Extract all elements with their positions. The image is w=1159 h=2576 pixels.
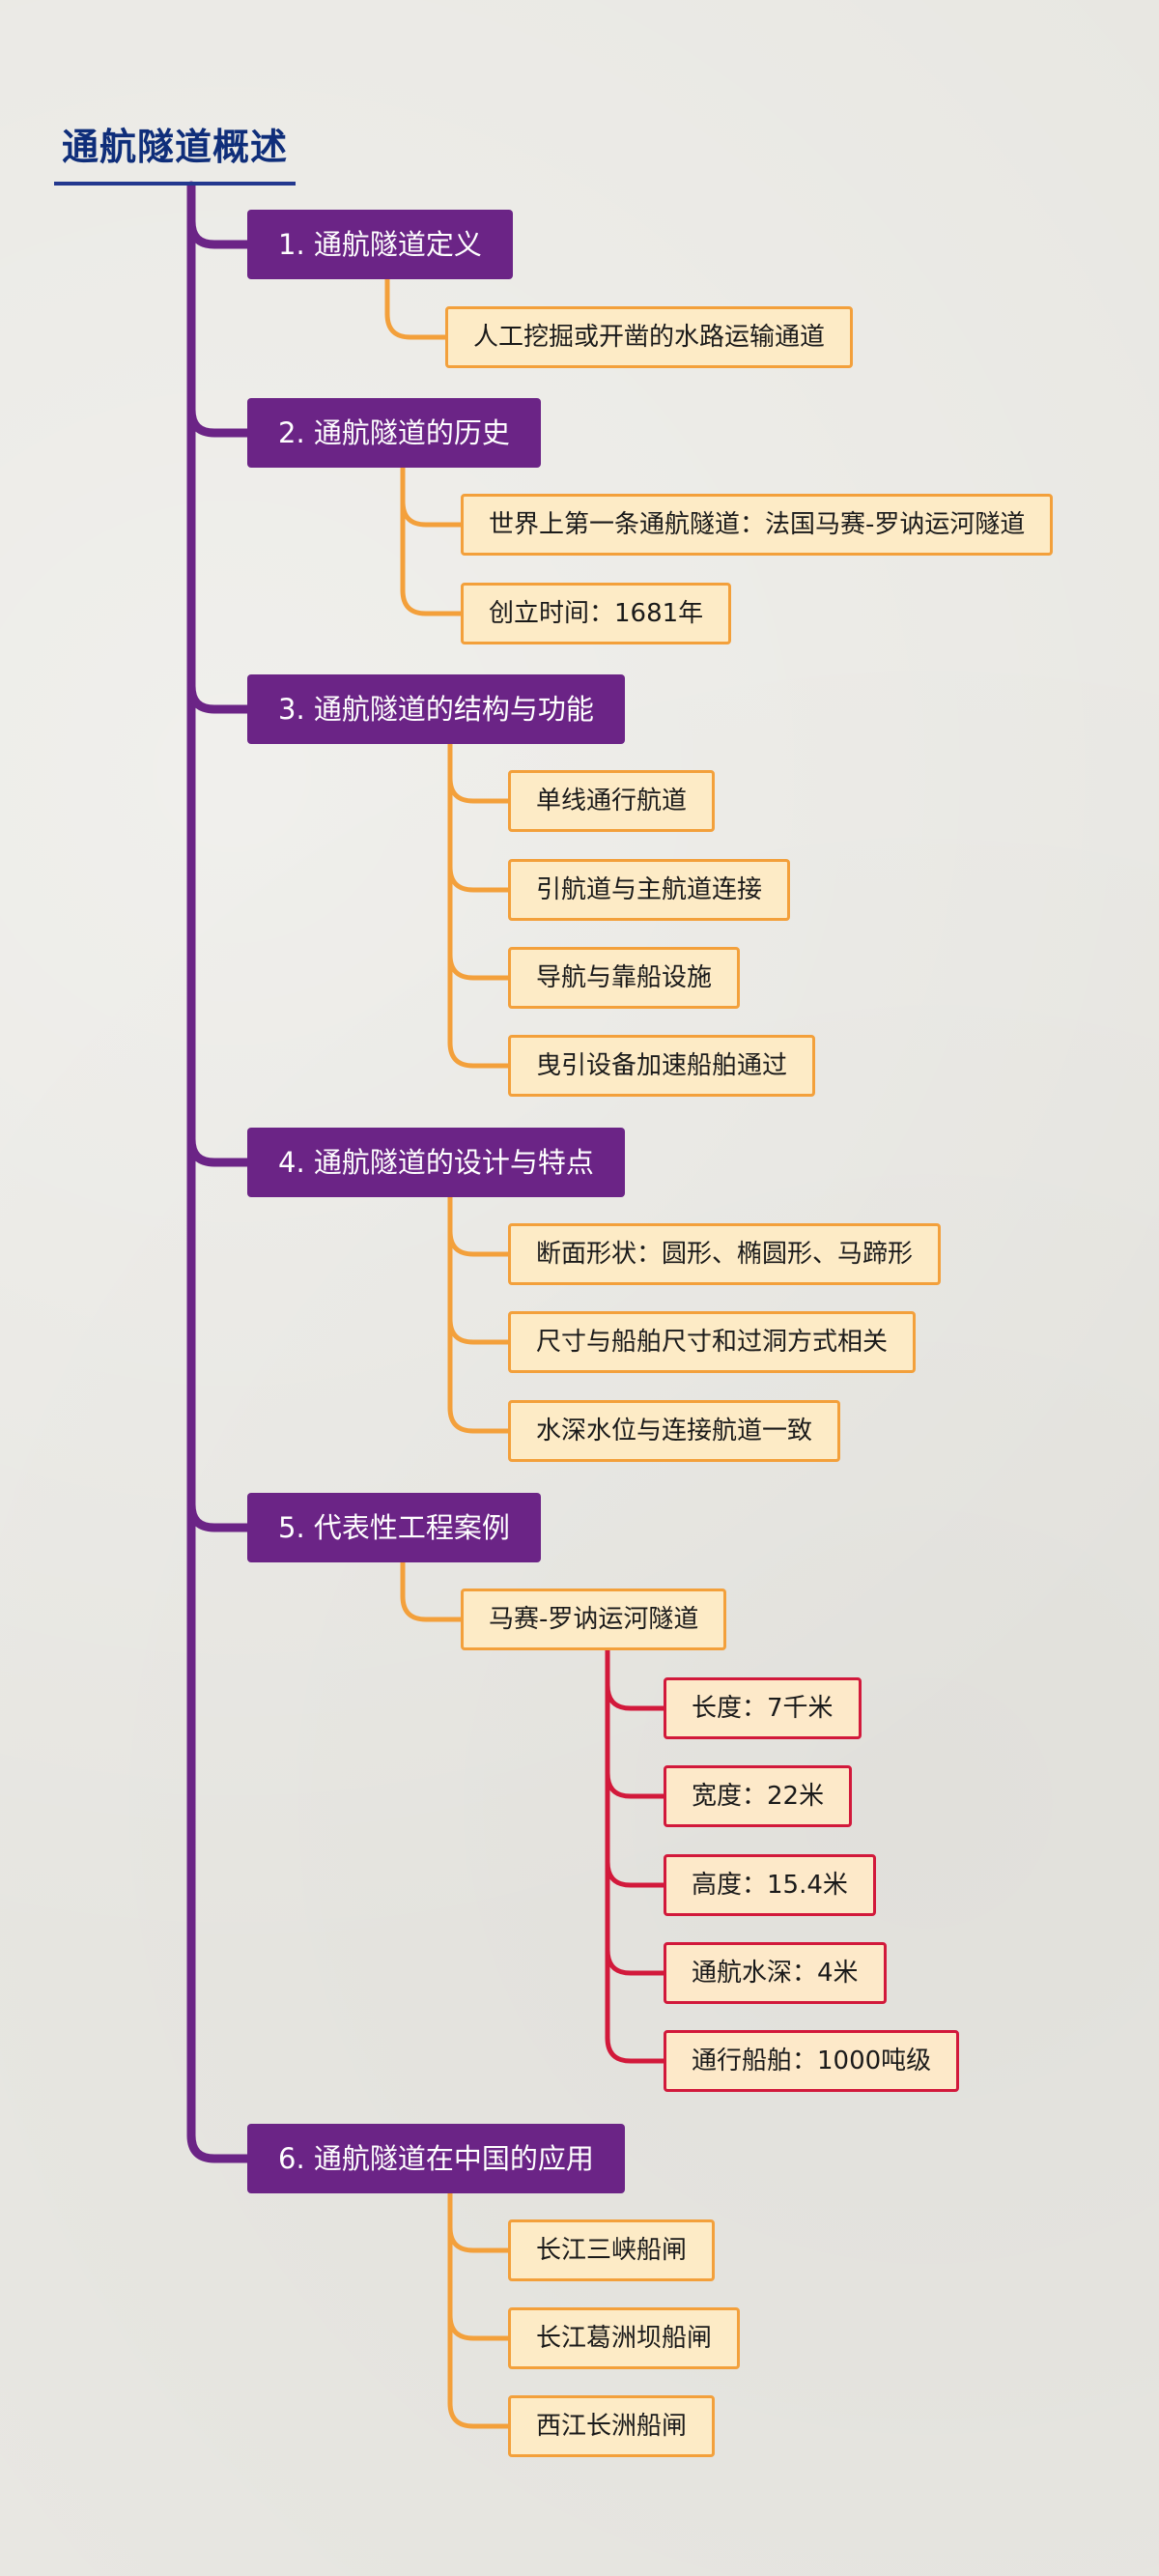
case-detail-vessel[interactable]: 通行船舶：1000吨级 bbox=[664, 2030, 960, 2092]
section-4-branch-link-3 bbox=[447, 1405, 511, 1434]
trunk-link-5 bbox=[186, 1500, 252, 1532]
trunk-link-6 bbox=[186, 2131, 252, 2163]
section-2-branch-link-1 bbox=[400, 499, 464, 528]
section-3-item-3[interactable]: 导航与靠船设施 bbox=[508, 947, 741, 1009]
section-2-node[interactable]: 2. 通航隧道的历史 bbox=[247, 398, 541, 468]
section-3-branch-link-2 bbox=[447, 864, 511, 893]
trunk-link-4 bbox=[186, 1134, 252, 1167]
section-6-branch-link-2 bbox=[447, 2312, 511, 2341]
case-detail-width[interactable]: 宽度：22米 bbox=[664, 1765, 853, 1827]
section-5-node[interactable]: 5. 代表性工程案例 bbox=[247, 1493, 541, 1562]
trunk-link-2 bbox=[186, 405, 252, 438]
section-3-item-2[interactable]: 引航道与主航道连接 bbox=[508, 859, 791, 921]
section-4-item-2[interactable]: 尺寸与船舶尺寸和过洞方式相关 bbox=[508, 1311, 917, 1373]
section-3-item-4[interactable]: 曳引设备加速船舶通过 bbox=[508, 1035, 816, 1097]
section-3-branch-link-4 bbox=[447, 1040, 511, 1069]
section-4-branch-link-2 bbox=[447, 1316, 511, 1345]
section-6-item-2[interactable]: 长江葛洲坝船闸 bbox=[508, 2307, 741, 2369]
section-6-item-1[interactable]: 长江三峡船闸 bbox=[508, 2219, 716, 2281]
trunk-link-3 bbox=[186, 681, 252, 714]
section-6-item-3[interactable]: 西江长洲船闸 bbox=[508, 2395, 716, 2457]
section-6-branch-link-1 bbox=[447, 2224, 511, 2253]
section-4-item-3[interactable]: 水深水位与连接航道一致 bbox=[508, 1400, 841, 1462]
case-branch-link-4 bbox=[605, 1947, 666, 1976]
section-5-branch-link-1 bbox=[400, 1593, 464, 1622]
section-2-item-1[interactable]: 世界上第一条通航隧道：法国马赛-罗讷运河隧道 bbox=[461, 494, 1054, 556]
section-3-node[interactable]: 3. 通航隧道的结构与功能 bbox=[247, 674, 625, 744]
section-3-branch-link-3 bbox=[447, 952, 511, 981]
case-branch-link-1 bbox=[605, 1682, 666, 1711]
section-4-node[interactable]: 4. 通航隧道的设计与特点 bbox=[247, 1128, 625, 1197]
case-detail-length[interactable]: 长度：7千米 bbox=[664, 1677, 862, 1739]
case-branch-link-3 bbox=[605, 1859, 666, 1888]
section-5-item-1[interactable]: 马赛-罗讷运河隧道 bbox=[461, 1589, 727, 1650]
section-1-item-1[interactable]: 人工挖掘或开凿的水路运输通道 bbox=[445, 306, 854, 368]
section-2-item-2[interactable]: 创立时间：1681年 bbox=[461, 583, 732, 644]
section-6-branch-link-3 bbox=[447, 2400, 511, 2429]
section-6-node[interactable]: 6. 通航隧道在中国的应用 bbox=[247, 2124, 625, 2193]
case-branch-link-2 bbox=[605, 1770, 666, 1799]
trunk-link-1 bbox=[186, 216, 252, 249]
section-2-branch-link-2 bbox=[400, 587, 464, 616]
case-branch-link-5 bbox=[605, 2035, 666, 2064]
case-detail-depth[interactable]: 通航水深：4米 bbox=[664, 1942, 887, 2004]
section-4-item-1[interactable]: 断面形状：圆形、椭圆形、马蹄形 bbox=[508, 1223, 942, 1285]
section-3-item-1[interactable]: 单线通行航道 bbox=[508, 770, 716, 832]
section-4-branch-link-1 bbox=[447, 1228, 511, 1257]
section-3-branch-link-1 bbox=[447, 775, 511, 804]
map-title: 通航隧道概述 bbox=[54, 120, 297, 186]
section-1-node[interactable]: 1. 通航隧道定义 bbox=[247, 210, 513, 279]
case-detail-height[interactable]: 高度：15.4米 bbox=[664, 1854, 876, 1916]
section-1-branch-link-1 bbox=[384, 311, 448, 340]
